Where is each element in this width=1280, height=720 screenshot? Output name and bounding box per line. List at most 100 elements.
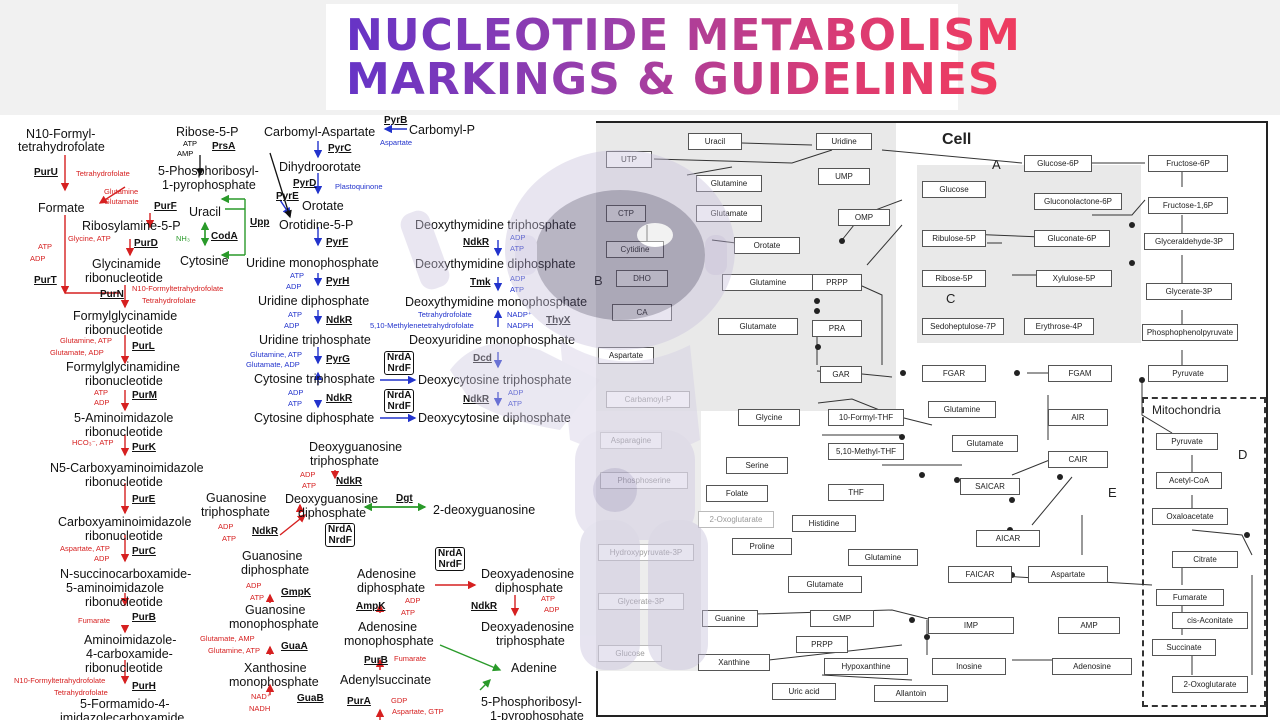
metabolite-node: Pyruvate — [1148, 365, 1228, 382]
metabolite-label: Carbomyl-Aspartate — [264, 125, 376, 139]
metabolite-node: 10-Formyl-THF — [828, 409, 904, 426]
metabolite-label: ribonucleotide — [85, 323, 163, 337]
metabolite-node: Glutamate — [788, 576, 862, 593]
cofactor-label: ATP — [510, 244, 525, 253]
metabolite-label: monophosphate — [344, 634, 434, 648]
metabolite-label: Deoxyguanosine — [285, 492, 379, 506]
metabolite-node: Carbamoyl-P — [606, 391, 690, 408]
metabolite-label: diphosphate — [357, 581, 426, 595]
metabolite-node: Ribulose-5P — [922, 230, 986, 247]
enzyme-label: PyrC — [328, 143, 352, 154]
metabolite-node: SAICAR — [960, 478, 1020, 495]
cofactor-label: ATP — [183, 139, 198, 148]
enzyme-label: Dcd — [473, 353, 492, 364]
metabolite-node: Glutamate — [718, 318, 798, 335]
metabolite-node: Cytidine — [606, 241, 664, 258]
enzyme-label: NdkR — [326, 393, 353, 404]
metabolite-label: Orotate — [302, 199, 344, 213]
metabolite-node: Glutamate — [952, 435, 1018, 452]
metabolite-label: tetrahydrofolate — [18, 140, 105, 154]
cofactor-label: Tetrahydrofolate — [54, 688, 108, 697]
metabolite-label: 5-Aminoimidazole — [74, 411, 174, 425]
metabolite-label: ribonucleotide — [85, 661, 163, 675]
metabolite-label: Adenosine — [358, 620, 418, 634]
enzyme-label: NdkR — [471, 601, 498, 612]
metabolite-label: 5-Phosphoribosyl- — [158, 164, 259, 178]
cofactor-label: 5,10-Methylenetetrahydrofolate — [370, 321, 474, 330]
metabolite-node: Gluconolactone-6P — [1034, 193, 1122, 210]
metabolite-node: Folate — [706, 485, 768, 502]
metabolite-label: Uridine diphosphate — [258, 294, 370, 308]
zone-label: C — [946, 291, 956, 306]
metabolite-label: Orotidine-5-P — [279, 218, 354, 232]
cofactor-label: ATP — [250, 593, 265, 602]
metabolite-label: triphosphate — [310, 454, 379, 468]
metabolite-label: Uridine triphosphate — [259, 333, 371, 347]
title-line-1: NUCLEOTIDE METABOLISM — [346, 10, 1021, 61]
metabolite-label: 5-Formamido-4- — [80, 697, 170, 711]
enzyme-label: ThyX — [546, 315, 571, 326]
cofactor-label: HCO₃⁻, ATP — [72, 438, 114, 447]
enzyme-label: NrdF — [387, 363, 411, 374]
enzyme-label: GuaB — [297, 693, 324, 704]
enzyme-label: NdkR — [326, 315, 353, 326]
enzyme-label: GuaA — [281, 641, 308, 652]
metabolite-label: Dihydroorotate — [279, 160, 361, 174]
metabolite-label: diphosphate — [298, 506, 367, 520]
zone-left-lower — [596, 411, 701, 671]
enzyme-label: NrdA — [438, 548, 463, 559]
metabolite-label: ribonucleotide — [85, 271, 163, 285]
enzyme-label: PyrG — [326, 354, 350, 365]
enzyme-label: PyrD — [293, 178, 317, 189]
zone-label: E — [1108, 485, 1117, 500]
mitochondria-label: Mitochondria — [1152, 403, 1221, 417]
cofactor-label: NADP⁺ — [507, 310, 532, 319]
enzyme-label: AmpK — [356, 601, 386, 612]
metabolite-label: 1-pyrophosphate — [490, 709, 584, 720]
metabolite-node: PRPP — [796, 636, 848, 653]
enzyme-label: PurL — [132, 341, 155, 352]
mitochondria-box — [1142, 397, 1266, 707]
metabolite-node: 5,10-Methyl-THF — [828, 443, 904, 460]
metabolite-label: triphosphate — [496, 634, 565, 648]
cofactor-label: GDP — [391, 696, 408, 705]
metabolite-label: Deoxythymidine monophosphate — [405, 295, 588, 309]
metabolite-node: Uridine — [816, 133, 872, 150]
metabolite-label: imidazolecarboxamide — [60, 711, 185, 720]
metabolite-node: Glyceraldehyde-3P — [1144, 233, 1234, 250]
cofactor-label: ATP — [222, 534, 237, 543]
metabolite-node: Hypoxanthine — [824, 658, 908, 675]
metabolite-label: Adenine — [511, 661, 557, 675]
metabolite-node: DHO — [616, 270, 668, 287]
cofactor-label: ATP — [38, 242, 53, 251]
cofactor-label: Glutamate, ADP — [50, 348, 104, 357]
metabolite-node: FGAR — [922, 365, 986, 382]
enzyme-label: NdkR — [252, 526, 279, 537]
metabolite-node: Orotate — [734, 237, 800, 254]
metabolite-label: Deoxythymidine triphosphate — [415, 218, 577, 232]
metabolite-label: Deoxyadenosine — [481, 620, 575, 634]
cofactor-label: ADP — [300, 470, 316, 479]
cofactor-label: ATP — [541, 594, 556, 603]
metabolite-node: Glucose — [598, 645, 662, 662]
metabolite-label: ribonucleotide — [85, 374, 163, 388]
enzyme-label: NrdA — [387, 352, 412, 363]
metabolite-node: Sedoheptulose-7P — [922, 318, 1004, 335]
cofactor-label: NH₃ — [176, 234, 190, 243]
metabolite-label: Deoxyuridine monophosphate — [409, 333, 576, 347]
metabolite-node: AIR — [1048, 409, 1108, 426]
metabolite-node: Fructose-6P — [1148, 155, 1228, 172]
metabolite-node: Glutamine — [848, 549, 918, 566]
enzyme-label: PurB — [364, 655, 388, 666]
cofactor-label: Glycine, ATP — [68, 234, 111, 243]
cofactor-label: Tetrahydrofolate — [76, 169, 130, 178]
metabolite-node: Erythrose-4P — [1024, 318, 1094, 335]
metabolite-node: UTP — [606, 151, 652, 168]
cofactor-label: Glutamate, ADP — [246, 360, 300, 369]
metabolite-node: Histidine — [792, 515, 856, 532]
metabolite-node: Acetyl-CoA — [1156, 472, 1222, 489]
metabolite-label: ribonucleotide — [85, 529, 163, 543]
cofactor-label: ADP — [544, 605, 560, 614]
metabolite-node: Xylulose-5P — [1036, 270, 1112, 287]
